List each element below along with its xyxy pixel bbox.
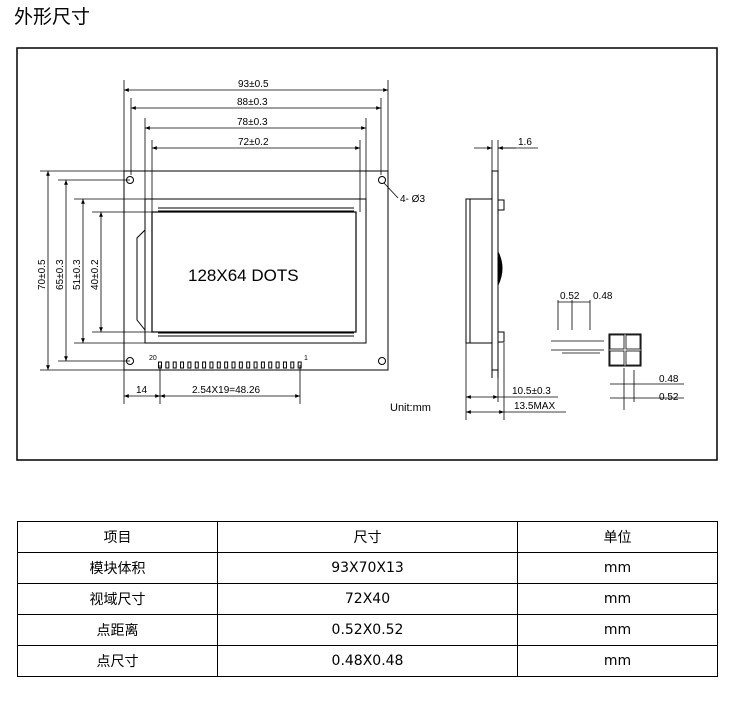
- connector-pin: [216, 361, 221, 369]
- row-item: 视域尺寸: [17, 583, 218, 615]
- lcd-body-side: [465, 198, 493, 344]
- unit-label: Unit:mm: [390, 402, 431, 414]
- dim-dot-size-y: 0.48: [659, 374, 679, 385]
- dot-detail: [551, 300, 684, 410]
- row-size: 72X40: [217, 583, 518, 615]
- table-row: 点尺寸 0.48X0.48 mm: [17, 645, 718, 677]
- table-header-row: 项目 尺寸 单位: [17, 521, 718, 553]
- connector-pin: [268, 361, 273, 369]
- dim-h-holes: 65±0.3: [55, 259, 66, 290]
- dim-depth-min: 10.5±0.3: [512, 386, 551, 397]
- page-title: 外形尺寸: [14, 6, 91, 28]
- connector-pin: [246, 361, 251, 369]
- side-view: [465, 170, 505, 378]
- row-size: 0.48X0.48: [217, 645, 518, 677]
- connector-pin: [209, 361, 214, 369]
- dot-cell: [609, 334, 625, 350]
- connector-pin: [238, 361, 243, 369]
- front-view: [123, 170, 389, 371]
- connector-pin: [253, 361, 258, 369]
- header-size: 尺寸: [217, 521, 518, 553]
- dim-w-view: 72±0.2: [238, 137, 269, 148]
- table-row: 视域尺寸 72X40 mm: [17, 583, 718, 615]
- connector-pin: [180, 361, 185, 369]
- row-unit: mm: [517, 645, 718, 677]
- mount-hole: [378, 176, 386, 184]
- pin-last-label: 1: [304, 355, 308, 362]
- row-unit: mm: [517, 614, 718, 646]
- connector-pin: [202, 361, 207, 369]
- connector-pin: [290, 361, 295, 369]
- dim-h-outer: 70±0.5: [37, 259, 48, 290]
- pin-first-label: 20: [149, 355, 157, 362]
- connector-pin: [187, 361, 192, 369]
- bezel-outline: [144, 198, 367, 344]
- dim-dot-pitch-x: 0.52: [560, 291, 580, 302]
- dim-h-view: 40±0.2: [90, 259, 101, 290]
- dim-pin-offset: 14: [136, 385, 148, 396]
- mount-hole: [378, 357, 386, 365]
- row-item: 点距离: [17, 614, 218, 646]
- connector-pin: [231, 361, 236, 369]
- dim-h-bezel: 51±0.3: [72, 259, 83, 290]
- connector-pin: [275, 361, 280, 369]
- connector-pin: [260, 361, 265, 369]
- row-size: 93X70X13: [217, 552, 518, 584]
- row-size: 0.52X0.52: [217, 614, 518, 646]
- row-unit: mm: [517, 583, 718, 615]
- dimension-drawing: 128X64 DOTS 20 1 93±0.5 88±0.3 78±0.3 72…: [16, 47, 718, 461]
- table-row: 点距离 0.52X0.52 mm: [17, 614, 718, 646]
- connector-pin: [194, 361, 199, 369]
- connector-pin: [282, 361, 287, 369]
- dim-w-holes: 88±0.3: [237, 97, 268, 108]
- dot-cell: [609, 350, 625, 366]
- row-unit: mm: [517, 552, 718, 584]
- dim-dot-pitch-y: 0.52: [659, 392, 679, 403]
- row-item: 点尺寸: [17, 645, 218, 677]
- dim-pin-pitch: 2.54X19=48.26: [192, 385, 261, 396]
- table-row: 模块体积 93X70X13 mm: [17, 552, 718, 584]
- spec-table: 项目 尺寸 单位 模块体积 93X70X13 mm 视域尺寸 72X40 mm …: [17, 521, 718, 677]
- drawing-frame: [16, 47, 718, 461]
- hole-callout: 4- Ø3: [400, 194, 425, 205]
- header-item: 项目: [17, 521, 218, 553]
- module-outline: [123, 170, 389, 371]
- dim-w-bezel: 78±0.3: [237, 117, 268, 128]
- row-item: 模块体积: [17, 552, 218, 584]
- display-label: 128X64 DOTS: [188, 266, 299, 285]
- connector-pin: [165, 361, 170, 369]
- dim-dot-size-x: 0.48: [593, 291, 613, 302]
- dot-cell: [625, 334, 641, 350]
- dot-cell: [625, 350, 641, 366]
- connector-pin: [224, 361, 229, 369]
- dim-pcb-thickness: 1.6: [518, 137, 532, 148]
- connector-pin: [172, 361, 177, 369]
- header-unit: 单位: [517, 521, 718, 553]
- dim-w-outer: 93±0.5: [238, 79, 269, 90]
- viewing-area: [151, 211, 357, 333]
- dim-depth-max: 13.5MAX: [514, 401, 555, 412]
